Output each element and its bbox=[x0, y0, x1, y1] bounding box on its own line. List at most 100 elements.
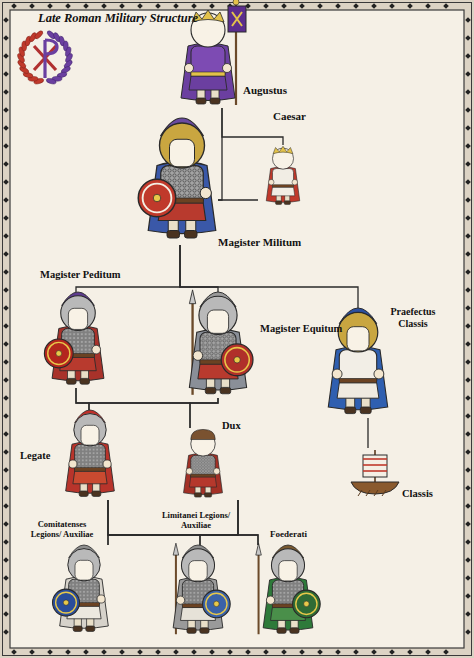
border-diamond bbox=[3, 107, 9, 113]
tree-connector bbox=[89, 398, 218, 410]
soldier-figure bbox=[266, 146, 299, 204]
border-diamond bbox=[3, 35, 9, 41]
border-diamond bbox=[173, 3, 179, 9]
border-line bbox=[3, 3, 472, 656]
border-diamond bbox=[3, 449, 9, 455]
illustration-part bbox=[173, 543, 179, 555]
border-diamond bbox=[465, 161, 471, 167]
rank-label: Magister Peditum bbox=[40, 269, 121, 281]
illustration-part bbox=[304, 601, 310, 607]
illustration-part bbox=[296, 593, 317, 614]
illustration-part bbox=[48, 342, 70, 364]
illustration-part bbox=[68, 549, 100, 581]
rank-label: Classis bbox=[402, 488, 433, 500]
border-diamond bbox=[191, 3, 197, 9]
border-diamond bbox=[371, 3, 377, 9]
illustration-part bbox=[199, 296, 237, 334]
border-diamond bbox=[465, 35, 471, 41]
border-diamond bbox=[263, 3, 269, 9]
border-diamond bbox=[425, 649, 431, 655]
rank-node: Augustus bbox=[185, 8, 245, 108]
border-diamond bbox=[65, 3, 71, 9]
tree-connector bbox=[218, 199, 258, 200]
illustration-part bbox=[189, 477, 216, 487]
border-diamond bbox=[11, 649, 17, 655]
illustration-part bbox=[56, 351, 62, 357]
border-diamond bbox=[3, 503, 9, 509]
illustration-part bbox=[143, 184, 172, 213]
border-diamond bbox=[83, 3, 89, 9]
illustration-part bbox=[221, 344, 253, 376]
border-diamond bbox=[3, 305, 9, 311]
border-diamond bbox=[465, 611, 471, 617]
border-diamond bbox=[3, 521, 9, 527]
illustration-part bbox=[193, 351, 203, 361]
tree-connector bbox=[108, 500, 258, 545]
illustration-part bbox=[293, 590, 321, 618]
illustration-part bbox=[45, 40, 57, 54]
border-diamond bbox=[3, 251, 9, 257]
illustration-part bbox=[272, 169, 293, 190]
illustration-part bbox=[63, 600, 68, 605]
rank-node: Comitatenses Legions/ Auxiliae bbox=[55, 545, 118, 635]
border-diamond bbox=[3, 377, 9, 383]
illustration-part bbox=[292, 179, 298, 185]
tree-connector bbox=[367, 418, 368, 448]
border-diamond bbox=[317, 3, 323, 9]
illustration-part bbox=[189, 329, 246, 390]
rank-label: Comitatenses Legions/ Auxiliae bbox=[24, 520, 100, 540]
illustration-part bbox=[363, 470, 387, 472]
border-diamond bbox=[209, 3, 215, 9]
border-diamond bbox=[3, 341, 9, 347]
illustration-part bbox=[345, 407, 356, 414]
border-diamond bbox=[263, 649, 269, 655]
illustration-part bbox=[276, 201, 282, 205]
illustration-part bbox=[184, 453, 223, 494]
border-diamond bbox=[3, 179, 9, 185]
border-diamond bbox=[3, 197, 9, 203]
border-diamond bbox=[29, 3, 35, 9]
illustration-part bbox=[290, 628, 299, 634]
tree-connector bbox=[76, 388, 89, 410]
illustration-part bbox=[73, 626, 82, 631]
illustration-part bbox=[205, 387, 216, 393]
ship-figure bbox=[351, 450, 399, 496]
illustration-part bbox=[44, 339, 73, 368]
illustration-part bbox=[223, 64, 232, 73]
border-diamond bbox=[3, 611, 9, 617]
border-diamond bbox=[3, 143, 9, 149]
rank-label: Dux bbox=[222, 420, 241, 432]
illustration-part bbox=[69, 460, 77, 468]
illustration-part bbox=[34, 30, 44, 40]
illustration-part bbox=[153, 194, 161, 202]
rank-label: Limitanei Legions/ Auxiliae bbox=[158, 511, 234, 531]
border-diamond bbox=[465, 323, 471, 329]
rank-label: Caesar bbox=[273, 110, 306, 123]
soldier-figure bbox=[184, 429, 223, 497]
tree-connector bbox=[76, 245, 180, 292]
border-diamond bbox=[465, 431, 471, 437]
border-diamond bbox=[465, 197, 471, 203]
illustration-part bbox=[347, 327, 369, 351]
border-diamond bbox=[335, 3, 341, 9]
border-diamond bbox=[465, 341, 471, 347]
illustration-part bbox=[210, 98, 220, 104]
border-diamond bbox=[173, 649, 179, 655]
illustration-part bbox=[80, 378, 90, 384]
rank-label: Legate bbox=[20, 450, 50, 462]
illustration-part bbox=[271, 187, 295, 196]
border-diamond bbox=[3, 467, 9, 473]
border-diamond bbox=[227, 649, 233, 655]
border-diamond bbox=[281, 649, 287, 655]
illustration-part bbox=[52, 326, 104, 381]
chi-rho-logo bbox=[16, 30, 73, 85]
illustration-part bbox=[81, 425, 99, 445]
parchment bbox=[10, 10, 464, 648]
illustration-part bbox=[186, 468, 192, 474]
illustration-part bbox=[138, 179, 176, 217]
illustration-part bbox=[332, 369, 342, 379]
rank-node: Limitanei Legions/ Auxiliae bbox=[160, 545, 238, 637]
illustration-part bbox=[194, 493, 201, 497]
